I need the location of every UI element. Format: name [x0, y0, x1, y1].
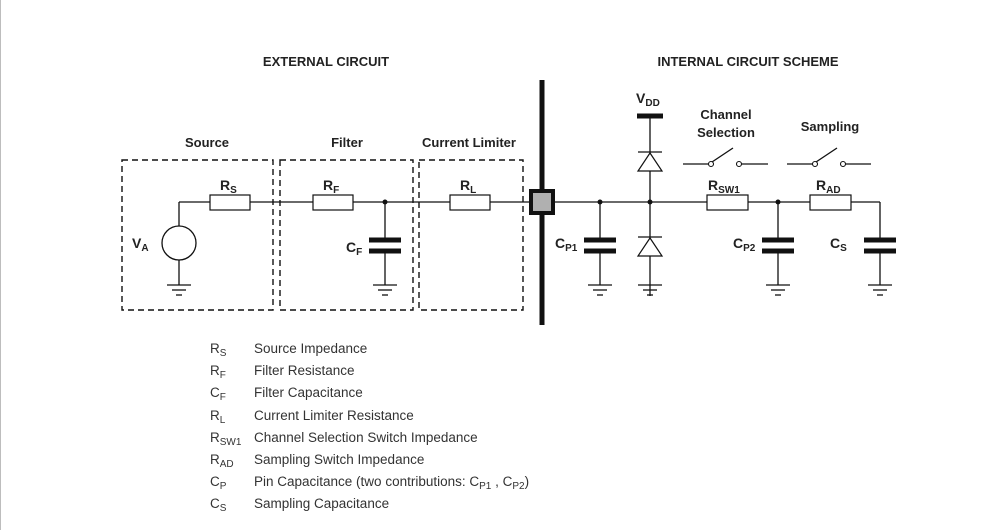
ground-icon: [766, 284, 790, 296]
legend-description: Sampling Capacitance: [254, 496, 390, 512]
legend-description: Current Limiter Resistance: [254, 407, 414, 423]
rl-label: RL: [460, 177, 476, 196]
cp1-label: CP1: [555, 235, 578, 254]
legend-description: Filter Capacitance: [254, 385, 363, 401]
channel-selection-label-line1: Channel: [700, 107, 751, 122]
page-border: [0, 0, 1, 530]
ground-icon: [868, 284, 892, 296]
legend-description: Source Impedance: [254, 341, 368, 356]
internal-circuit-title: INTERNAL CIRCUIT SCHEME: [657, 54, 838, 69]
rs-label: RS: [220, 177, 237, 196]
external-circuit-title: EXTERNAL CIRCUIT: [263, 54, 389, 69]
legend-symbol: CS: [210, 496, 227, 515]
va-label: VA: [132, 235, 149, 254]
cs-label: CS: [830, 235, 847, 254]
source-box: [121, 159, 274, 311]
sampling-label: Sampling: [801, 119, 860, 134]
legend-symbol: RL: [210, 407, 226, 426]
resistor-rs-icon: [209, 194, 251, 211]
ground-icon: [638, 284, 662, 296]
voltage-source-icon: [161, 225, 197, 261]
legend-item: RL Current Limiter Resistance: [210, 407, 529, 429]
diode-lower-icon: [636, 236, 664, 257]
filter-label: Filter: [331, 135, 363, 150]
legend-item: RSW1 Channel Selection Switch Impedance: [210, 429, 529, 451]
vdd-label: VDD: [636, 90, 660, 109]
rf-label: RF: [323, 177, 339, 196]
junction-dot: [647, 199, 653, 205]
channel-selection-switch-icon: [683, 147, 768, 168]
rad-label: RAD: [816, 177, 841, 196]
legend-description: Filter Resistance: [254, 363, 355, 379]
legend-item: CP Pin Capacitance (two contributions: C…: [210, 473, 529, 495]
ground-icon: [588, 284, 612, 296]
legend-item: RS Source Impedance: [210, 340, 529, 362]
legend: RS Source Impedance RF Filter Resistance…: [210, 340, 529, 518]
legend-symbol: CF: [210, 385, 226, 404]
ground-icon: [167, 284, 191, 296]
current-limiter-box: [418, 159, 524, 311]
current-limiter-label: Current Limiter: [422, 135, 516, 150]
legend-description: Sampling Switch Impedance: [254, 452, 425, 468]
legend-description: Channel Selection Switch Impedance: [254, 429, 478, 445]
resistor-rad-icon: [809, 194, 852, 211]
resistor-rl-icon: [449, 194, 491, 211]
resistor-rsw1-icon: [706, 194, 749, 211]
ground-icon: [373, 284, 397, 296]
legend-item: CS Sampling Capacitance: [210, 495, 529, 517]
channel-selection-label-line2: Selection: [697, 125, 755, 140]
diode-upper-icon: [636, 151, 664, 172]
legend-description: Pin Capacitance (two contributions: CP1 …: [254, 474, 530, 493]
legend-symbol: CP: [210, 474, 227, 493]
pin-icon: [529, 189, 555, 215]
legend-item: RF Filter Resistance: [210, 362, 529, 384]
sampling-switch-icon: [787, 147, 871, 168]
legend-symbol: RS: [210, 341, 227, 359]
cp2-label: CP2: [733, 235, 756, 254]
resistor-rf-icon: [312, 194, 354, 211]
legend-symbol: RF: [210, 363, 226, 382]
cf-label: CF: [346, 239, 362, 258]
legend-item: CF Filter Capacitance: [210, 384, 529, 406]
filter-box: [279, 159, 414, 311]
source-label: Source: [185, 135, 229, 150]
legend-symbol: RSW1: [210, 429, 242, 448]
legend-item: RAD Sampling Switch Impedance: [210, 451, 529, 473]
rsw1-label: RSW1: [708, 177, 740, 196]
legend-symbol: RAD: [210, 452, 234, 471]
